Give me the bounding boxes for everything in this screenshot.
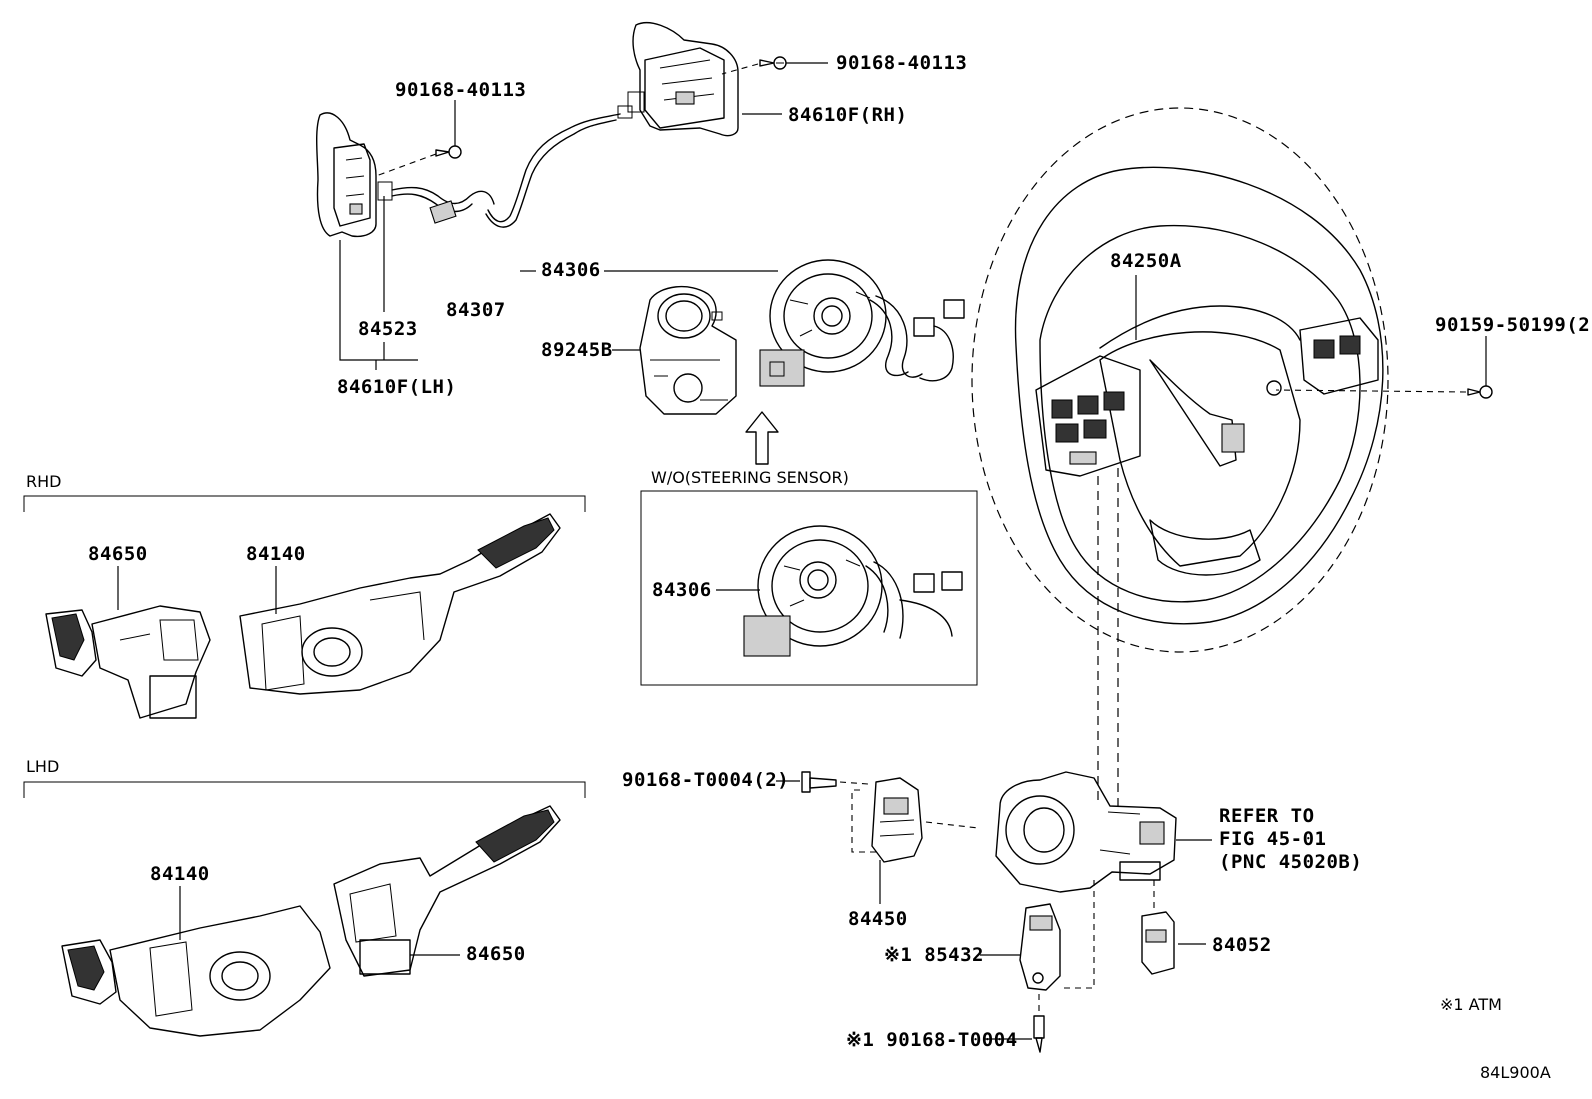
- shift-lock-85432: [1019, 903, 1061, 991]
- label-90168-t0004-2: 90168-T0004(2): [622, 769, 789, 791]
- label-rhd: RHD: [26, 472, 61, 491]
- diagram-code: 84L900A: [1480, 1063, 1551, 1082]
- label-84052: 84052: [1212, 934, 1272, 956]
- label-fig: FIG 45-01: [1219, 828, 1326, 850]
- label-84650-rhd: 84650: [88, 543, 148, 565]
- label-pnc: (PNC 45020B): [1219, 851, 1362, 873]
- label-84140-lhd: 84140: [150, 863, 210, 885]
- paddle-switch-rh: [617, 22, 739, 137]
- label-84306-box: 84306: [652, 579, 712, 601]
- steering-wheel-phantom: [971, 107, 1389, 653]
- screw-90159-50199: [1467, 385, 1493, 399]
- label-90168-t0004-bottom: ※1 90168-T0004: [846, 1029, 1018, 1051]
- switch-84052: [1141, 911, 1175, 975]
- wo-steering-sensor-box: [640, 490, 978, 686]
- clock-spring-84306-alt: [743, 525, 963, 657]
- arrow-up-icon: [745, 411, 779, 465]
- switch-84450: [871, 777, 923, 863]
- steering-sensor-89245b: [639, 285, 737, 415]
- label-lhd: LHD: [26, 757, 59, 776]
- screw-90168-t0004: [801, 771, 837, 793]
- label-84610f-rh: 84610F(RH): [788, 104, 907, 126]
- label-89245b: 89245B: [541, 339, 613, 361]
- label-85432: ※1 85432: [884, 944, 984, 966]
- wiper-switch-lhd: [333, 805, 561, 977]
- paddle-switch-lh: [315, 112, 393, 238]
- screw-90168-40113-rh: [759, 56, 787, 70]
- label-84306-top: 84306: [541, 259, 601, 281]
- label-84610f-lh: 84610F(LH): [337, 376, 456, 398]
- label-90159-50199: 90159-50199(2): [1435, 314, 1592, 336]
- label-wo-steering-sensor: W/O(STEERING SENSOR): [651, 468, 849, 487]
- turn-signal-switch-lhd: [61, 905, 331, 1037]
- label-84140-rhd: 84140: [246, 543, 306, 565]
- label-84523: 84523: [358, 318, 418, 340]
- label-84650-lhd: 84650: [466, 943, 526, 965]
- label-84250a: 84250A: [1110, 250, 1182, 272]
- label-90168-40113-left: 90168-40113: [395, 79, 526, 101]
- screw-90168-t0004-bottom: [1033, 1015, 1045, 1053]
- clock-spring-84306: [759, 259, 965, 387]
- rhd-bracket: [23, 495, 586, 512]
- steering-column-assy: [995, 771, 1177, 893]
- label-90168-40113-top: 90168-40113: [836, 52, 967, 74]
- label-84450: 84450: [848, 908, 908, 930]
- note-atm: ※1 ATM: [1440, 995, 1502, 1014]
- label-refer-to: REFER TO: [1219, 805, 1315, 827]
- turn-signal-switch-rhd: [239, 513, 561, 695]
- wiper-switch-rhd: [45, 605, 211, 719]
- lhd-bracket: [23, 781, 586, 798]
- label-84307: 84307: [446, 299, 506, 321]
- harness-wire: [487, 113, 621, 223]
- steering-wheel-84250a: [1014, 166, 1384, 625]
- screw-90168-40113-lh: [435, 145, 462, 159]
